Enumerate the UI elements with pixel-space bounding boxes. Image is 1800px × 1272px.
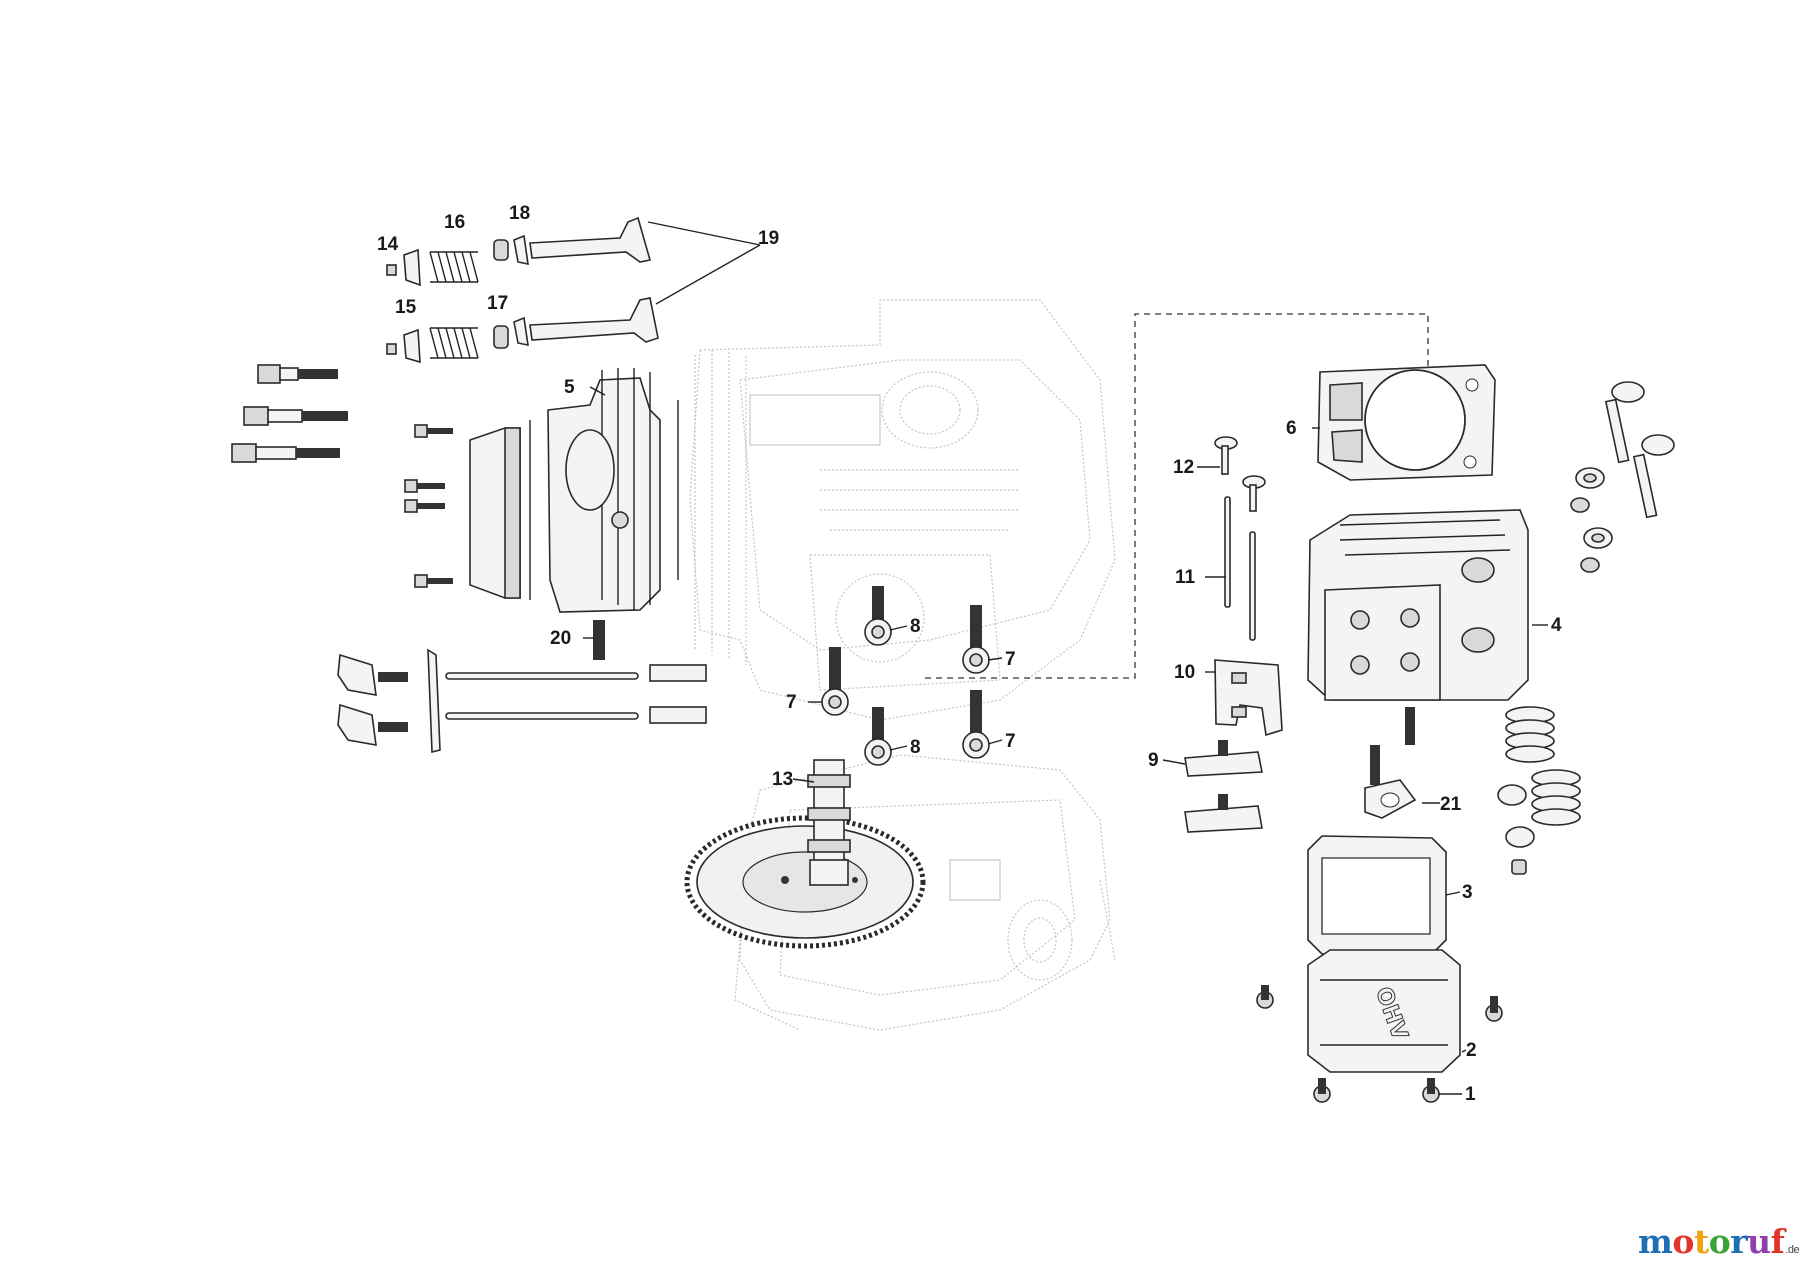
- logo-letter: o: [1708, 1222, 1731, 1261]
- cylinder-head-4: [1307, 509, 1529, 701]
- valve-spring-assemblies: [386, 216, 659, 364]
- studs-and-gasket-21: [1364, 707, 1417, 819]
- callout-5: 5: [564, 377, 575, 398]
- head-bolts: [821, 586, 990, 766]
- rocker-guide-plate-10: [1214, 659, 1283, 737]
- leader-lines: [583, 221, 1548, 1095]
- valve-seal-17: [493, 325, 509, 349]
- logo-tld: .de: [1785, 1244, 1800, 1256]
- callout-17: 17: [487, 293, 508, 314]
- callout-16: 16: [444, 212, 465, 233]
- callout-8b: 8: [910, 737, 921, 758]
- callout-2: 2: [1466, 1040, 1477, 1061]
- assembly-guide-line: [925, 313, 1429, 679]
- callout-labels: 1 2 3 4 5 6 7 7 7 8 8 9 10 11 12 13 14 1…: [377, 203, 1562, 1105]
- callout-7a: 7: [1005, 649, 1016, 670]
- callout-7c: 7: [1005, 731, 1016, 752]
- logo-letter: u: [1747, 1222, 1771, 1261]
- logo-letter: t: [1693, 1222, 1709, 1261]
- stud-20: [593, 620, 605, 660]
- rocker-cover-2: OHV: [1307, 949, 1461, 1073]
- engine-crankcase-ghost: [689, 299, 1429, 1031]
- callout-11: 11: [1175, 567, 1196, 588]
- valve-key-14: [386, 264, 397, 276]
- cylinder-head-left: [231, 364, 679, 660]
- valve-spring-16: [429, 251, 479, 283]
- valve-19a: [529, 216, 652, 263]
- callout-20: 20: [550, 628, 571, 649]
- callout-21: 21: [1440, 794, 1462, 815]
- logo-letter: r: [1730, 1222, 1748, 1261]
- callout-15: 15: [395, 297, 417, 318]
- callout-3: 3: [1462, 882, 1473, 903]
- callout-4: 4: [1551, 615, 1562, 636]
- rocker-arms-9: [1184, 740, 1263, 833]
- callout-8a: 8: [910, 616, 921, 637]
- logo-letter: m: [1638, 1222, 1673, 1261]
- rocker-cover-gasket-3: [1307, 835, 1447, 955]
- logo-letter: o: [1672, 1222, 1694, 1261]
- cover-bolts-1: [1256, 985, 1503, 1103]
- valves-spring-set-right: [1497, 381, 1675, 875]
- callout-18: 18: [509, 203, 530, 224]
- callout-9: 9: [1148, 750, 1159, 771]
- rocker-pushrod-left: [337, 648, 707, 754]
- callout-14: 14: [377, 234, 399, 255]
- callout-1: 1: [1465, 1084, 1476, 1105]
- callout-6: 6: [1286, 418, 1297, 439]
- head-gasket-6: [1317, 364, 1496, 481]
- motoruf-logo: motoruf.de: [1638, 1222, 1800, 1261]
- callout-12: 12: [1173, 457, 1194, 478]
- camshaft-gear: [684, 759, 926, 949]
- push-rods-11-12: [1214, 436, 1266, 641]
- logo-letter: f: [1770, 1222, 1785, 1261]
- valve-seal-18: [493, 239, 509, 261]
- valve-19b: [529, 297, 659, 343]
- callout-19: 19: [758, 228, 779, 249]
- callout-13: 13: [772, 769, 793, 790]
- callout-7b: 7: [786, 692, 797, 713]
- callout-10: 10: [1174, 662, 1195, 683]
